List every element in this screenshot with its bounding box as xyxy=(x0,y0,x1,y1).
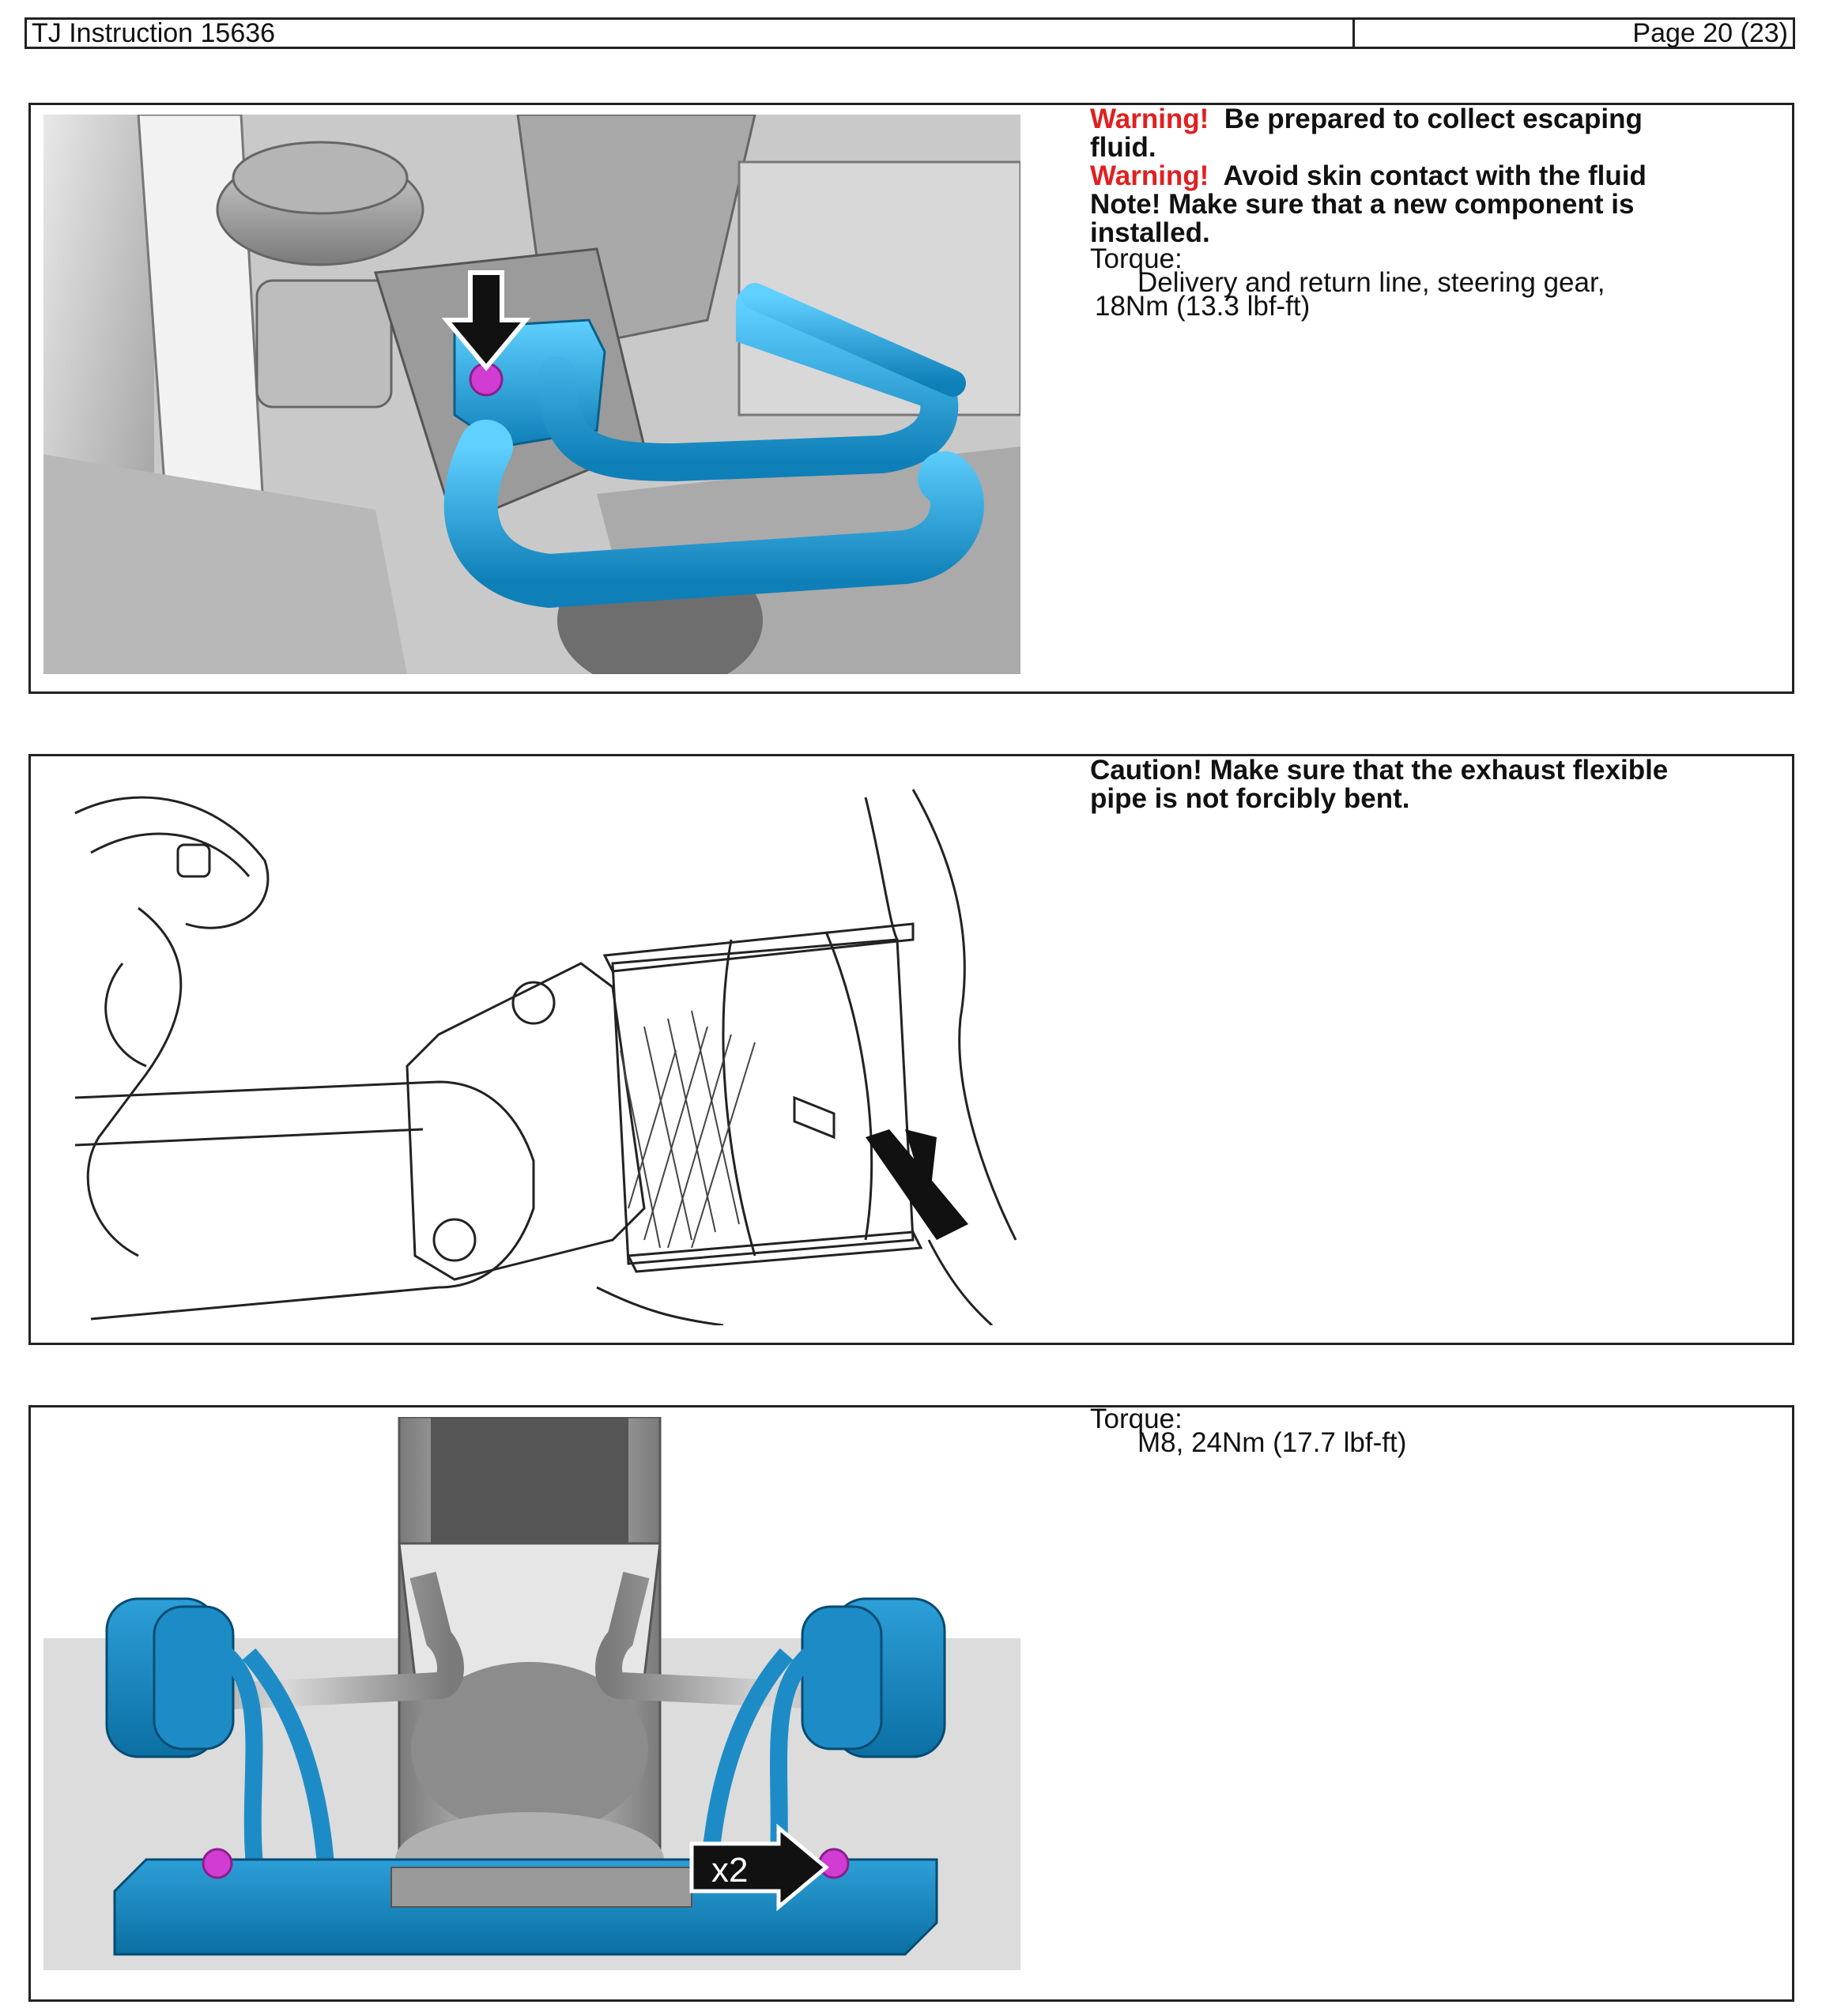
torque-label: Torque: xyxy=(1090,243,1183,274)
callout-arrow-icon xyxy=(689,1823,829,1912)
bolt-marker xyxy=(202,1848,233,1879)
step-panel-3: x2 Torque: M8, 24Nm (17.7 lbf-ft) xyxy=(28,1405,1794,2002)
exhaust-flex-pipe-figure xyxy=(43,766,1020,1325)
note-text-cont: installed. xyxy=(1090,217,1210,248)
step-panel-2: Caution! Make sure that the exhaust flex… xyxy=(28,754,1794,1345)
warning-line-1: Warning! Be prepared to collect escaping xyxy=(1090,105,1786,134)
hanger-bracket-illustration: x2 xyxy=(43,1417,1020,1970)
step-2-text: Caution! Make sure that the exhaust flex… xyxy=(1090,756,1786,813)
torque-value: M8, 24Nm (17.7 lbf-ft) xyxy=(1137,1427,1407,1458)
warning-text: Avoid skin contact with the fluid xyxy=(1223,160,1647,191)
steering-gear-illustration xyxy=(43,115,1020,674)
torque-label: Torque: xyxy=(1090,1404,1183,1434)
exhaust-hanger-bracket-figure: x2 xyxy=(43,1417,1020,1970)
warning-label: Warning! xyxy=(1090,104,1209,134)
callout-label: x2 xyxy=(711,1851,748,1890)
note-text: Note! Make sure that a new component is xyxy=(1090,189,1635,220)
page-number: Page 20 (23) xyxy=(1632,18,1788,48)
step-3-text: Torque: M8, 24Nm (17.7 lbf-ft) xyxy=(1090,1404,1786,1458)
warning-label: Warning! xyxy=(1090,160,1209,191)
flex-pipe-line-drawing xyxy=(74,789,1017,1325)
down-arrow-icon xyxy=(441,270,531,371)
warning-text: Be prepared to collect escaping xyxy=(1224,104,1643,134)
warning-text-cont: fluid. xyxy=(1090,132,1156,163)
warning-line-2: Warning! Avoid skin contact with the flu… xyxy=(1090,162,1786,190)
torque-item: Delivery and return line, steering gear, xyxy=(1137,267,1605,298)
caution-text: Caution! Make sure that the exhaust flex… xyxy=(1090,755,1669,786)
steering-lines-figure xyxy=(43,115,1020,674)
pointer-arrow-icon xyxy=(866,1129,968,1240)
step-panel-1: Warning! Be prepared to collect escaping… xyxy=(28,103,1794,694)
step-1-text: Warning! Be prepared to collect escaping… xyxy=(1090,105,1786,322)
document-header: TJ Instruction 15636 Page 20 (23) xyxy=(25,17,1795,49)
caution-text-cont: pipe is not forcibly bent. xyxy=(1090,783,1410,814)
torque-value: 18Nm (13.3 lbf-ft) xyxy=(1095,291,1311,322)
instruction-title: TJ Instruction 15636 xyxy=(27,20,1355,47)
